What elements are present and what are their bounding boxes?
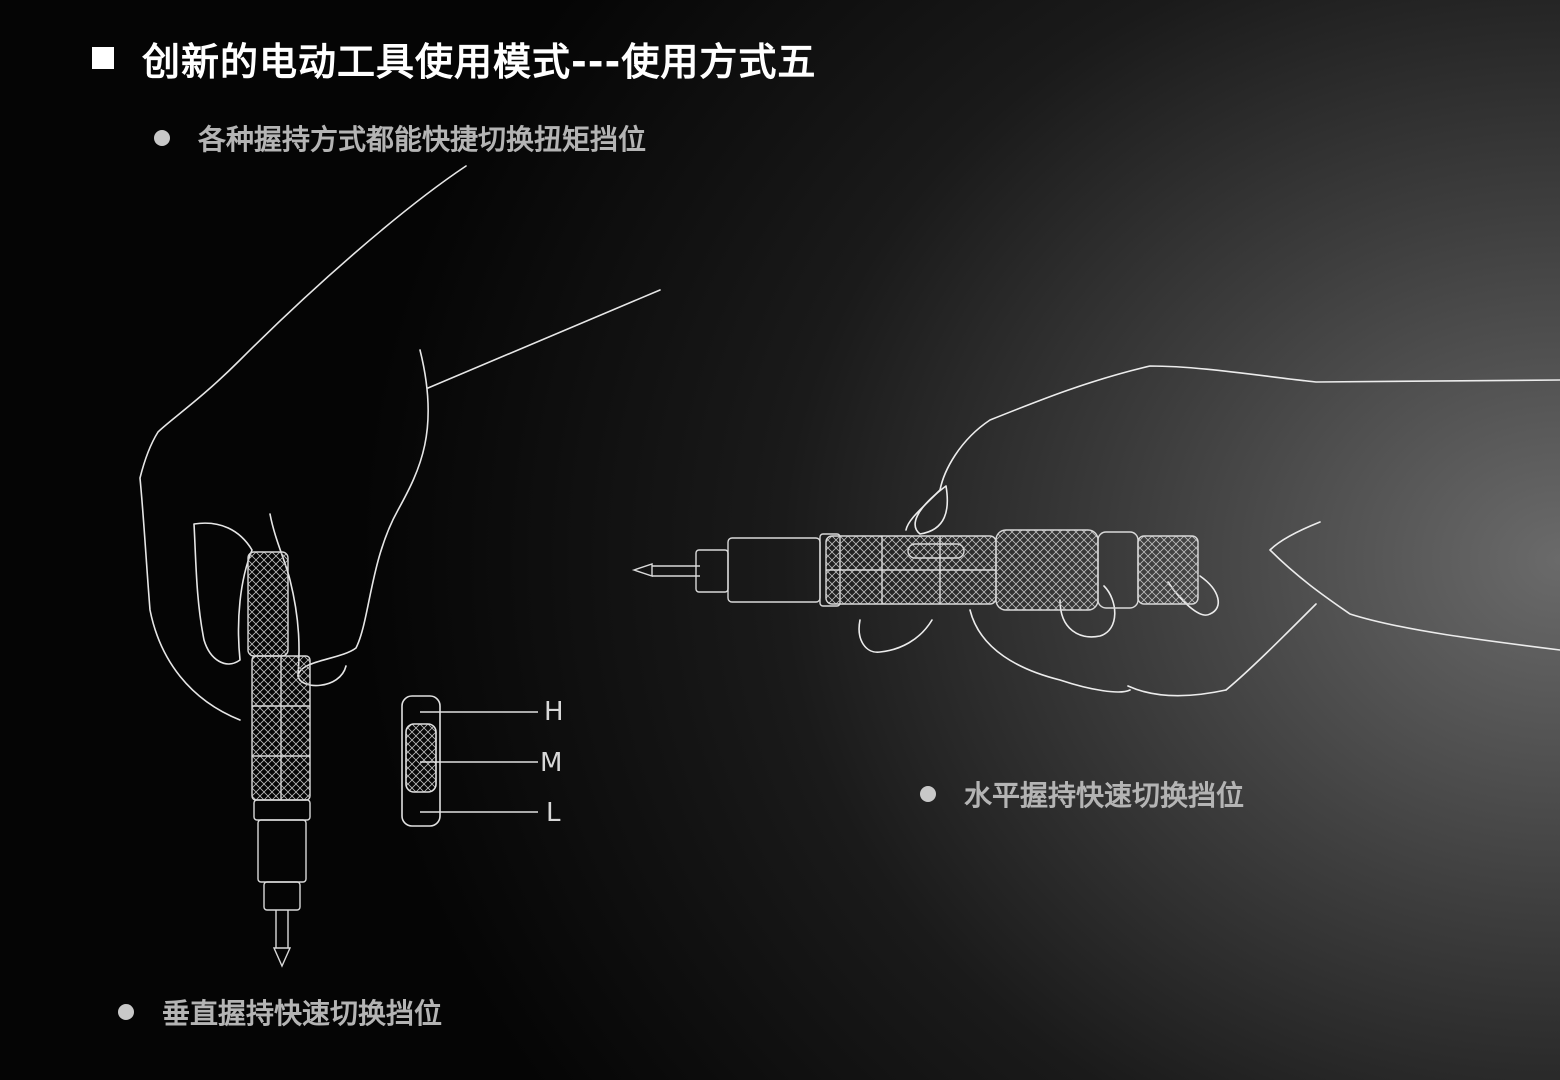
dial-label-mid: M (540, 748, 562, 778)
vertical-screwdriver-illustration (247, 551, 311, 968)
horizontal-hand-illustration (858, 365, 1560, 697)
horizontal-screwdriver-illustration (631, 529, 1199, 611)
dial-label-low: L (546, 798, 561, 828)
bullet-vertical-grip-text: 垂直握持快速切换挡位 (162, 997, 443, 1030)
bullet-vertical-grip: 垂直握持快速切换挡位 (118, 992, 442, 1032)
bullet-horizontal-grip-text: 水平握持快速切换挡位 (964, 779, 1245, 812)
circle-bullet-icon (920, 786, 936, 802)
page-title-text: 创新的电动工具使用模式---使用方式五 (142, 39, 817, 84)
vertical-hand-illustration (139, 165, 661, 721)
square-bullet-icon (92, 47, 114, 69)
bullet-grip-switch-text: 各种握持方式都能快捷切换扭矩挡位 (198, 123, 647, 156)
bullet-grip-switch: 各种握持方式都能快捷切换扭矩挡位 (154, 118, 646, 158)
bullet-horizontal-grip: 水平握持快速切换挡位 (920, 774, 1244, 814)
circle-bullet-icon (118, 1004, 134, 1020)
circle-bullet-icon (154, 130, 170, 146)
page-title: 创新的电动工具使用模式---使用方式五 (92, 30, 816, 86)
dial-label-high: H (544, 697, 564, 727)
torque-dial-illustration (401, 695, 538, 827)
